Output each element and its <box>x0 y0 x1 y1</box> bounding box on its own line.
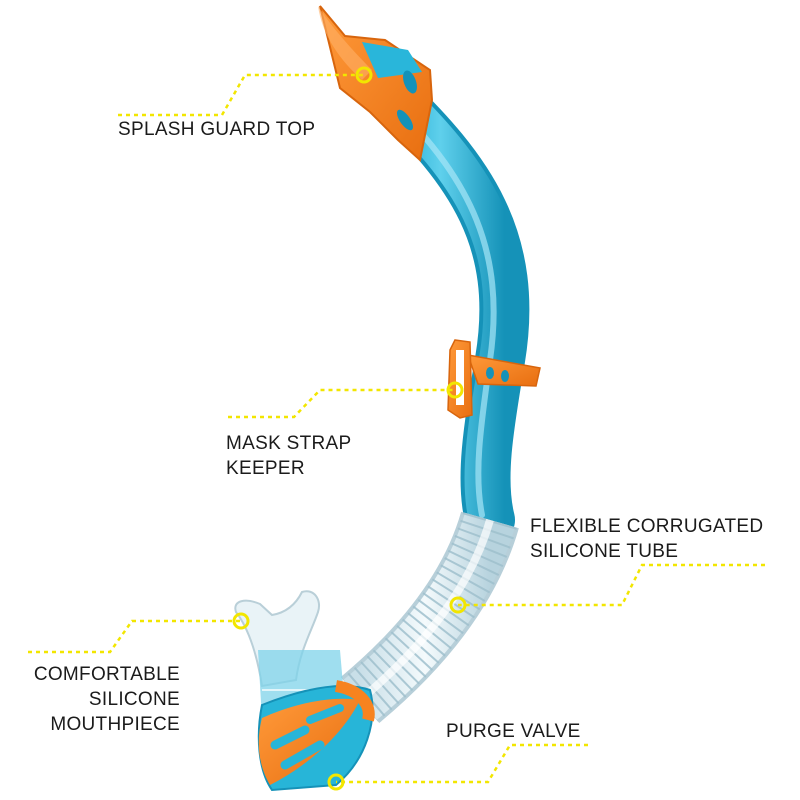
label-line: COMFORTABLE <box>33 664 180 685</box>
callout-leader-purge-valve <box>327 743 588 791</box>
label-line: FLEXIBLE CORRUGATED <box>530 516 764 537</box>
purge-valve-housing <box>257 680 375 792</box>
label-line: MASK STRAP <box>226 433 352 454</box>
label-mask-strap-keeper: MASK STRAP KEEPER <box>226 431 351 481</box>
snorkel-tube <box>363 67 530 545</box>
label-line: PURGE VALVE <box>446 721 581 742</box>
callout-leader-corrugated-tube <box>449 563 765 614</box>
label-flexible-corrugated-tube: FLEXIBLE CORRUGATED SILICONE TUBE <box>530 514 763 564</box>
splash-guard-top <box>318 5 434 162</box>
label-line: SPLASH GUARD TOP <box>118 119 316 140</box>
corrugated-tube <box>340 511 519 724</box>
label-purge-valve: PURGE VALVE <box>446 719 581 744</box>
label-line: SILICONE TUBE <box>530 541 679 562</box>
callout-leader-mask-strap <box>228 381 464 419</box>
label-line: SILICONE <box>88 689 180 710</box>
label-comfortable-mouthpiece: COMFORTABLE SILICONE MOUTHPIECE <box>34 662 180 737</box>
label-line: KEEPER <box>226 458 305 479</box>
label-splash-guard-top: SPLASH GUARD TOP <box>118 117 315 142</box>
callout-leader-splash-guard <box>118 66 373 117</box>
label-line: MOUTHPIECE <box>50 714 180 735</box>
callout-leader-mouthpiece <box>28 612 250 654</box>
mask-strap-keeper-clip <box>447 339 541 419</box>
